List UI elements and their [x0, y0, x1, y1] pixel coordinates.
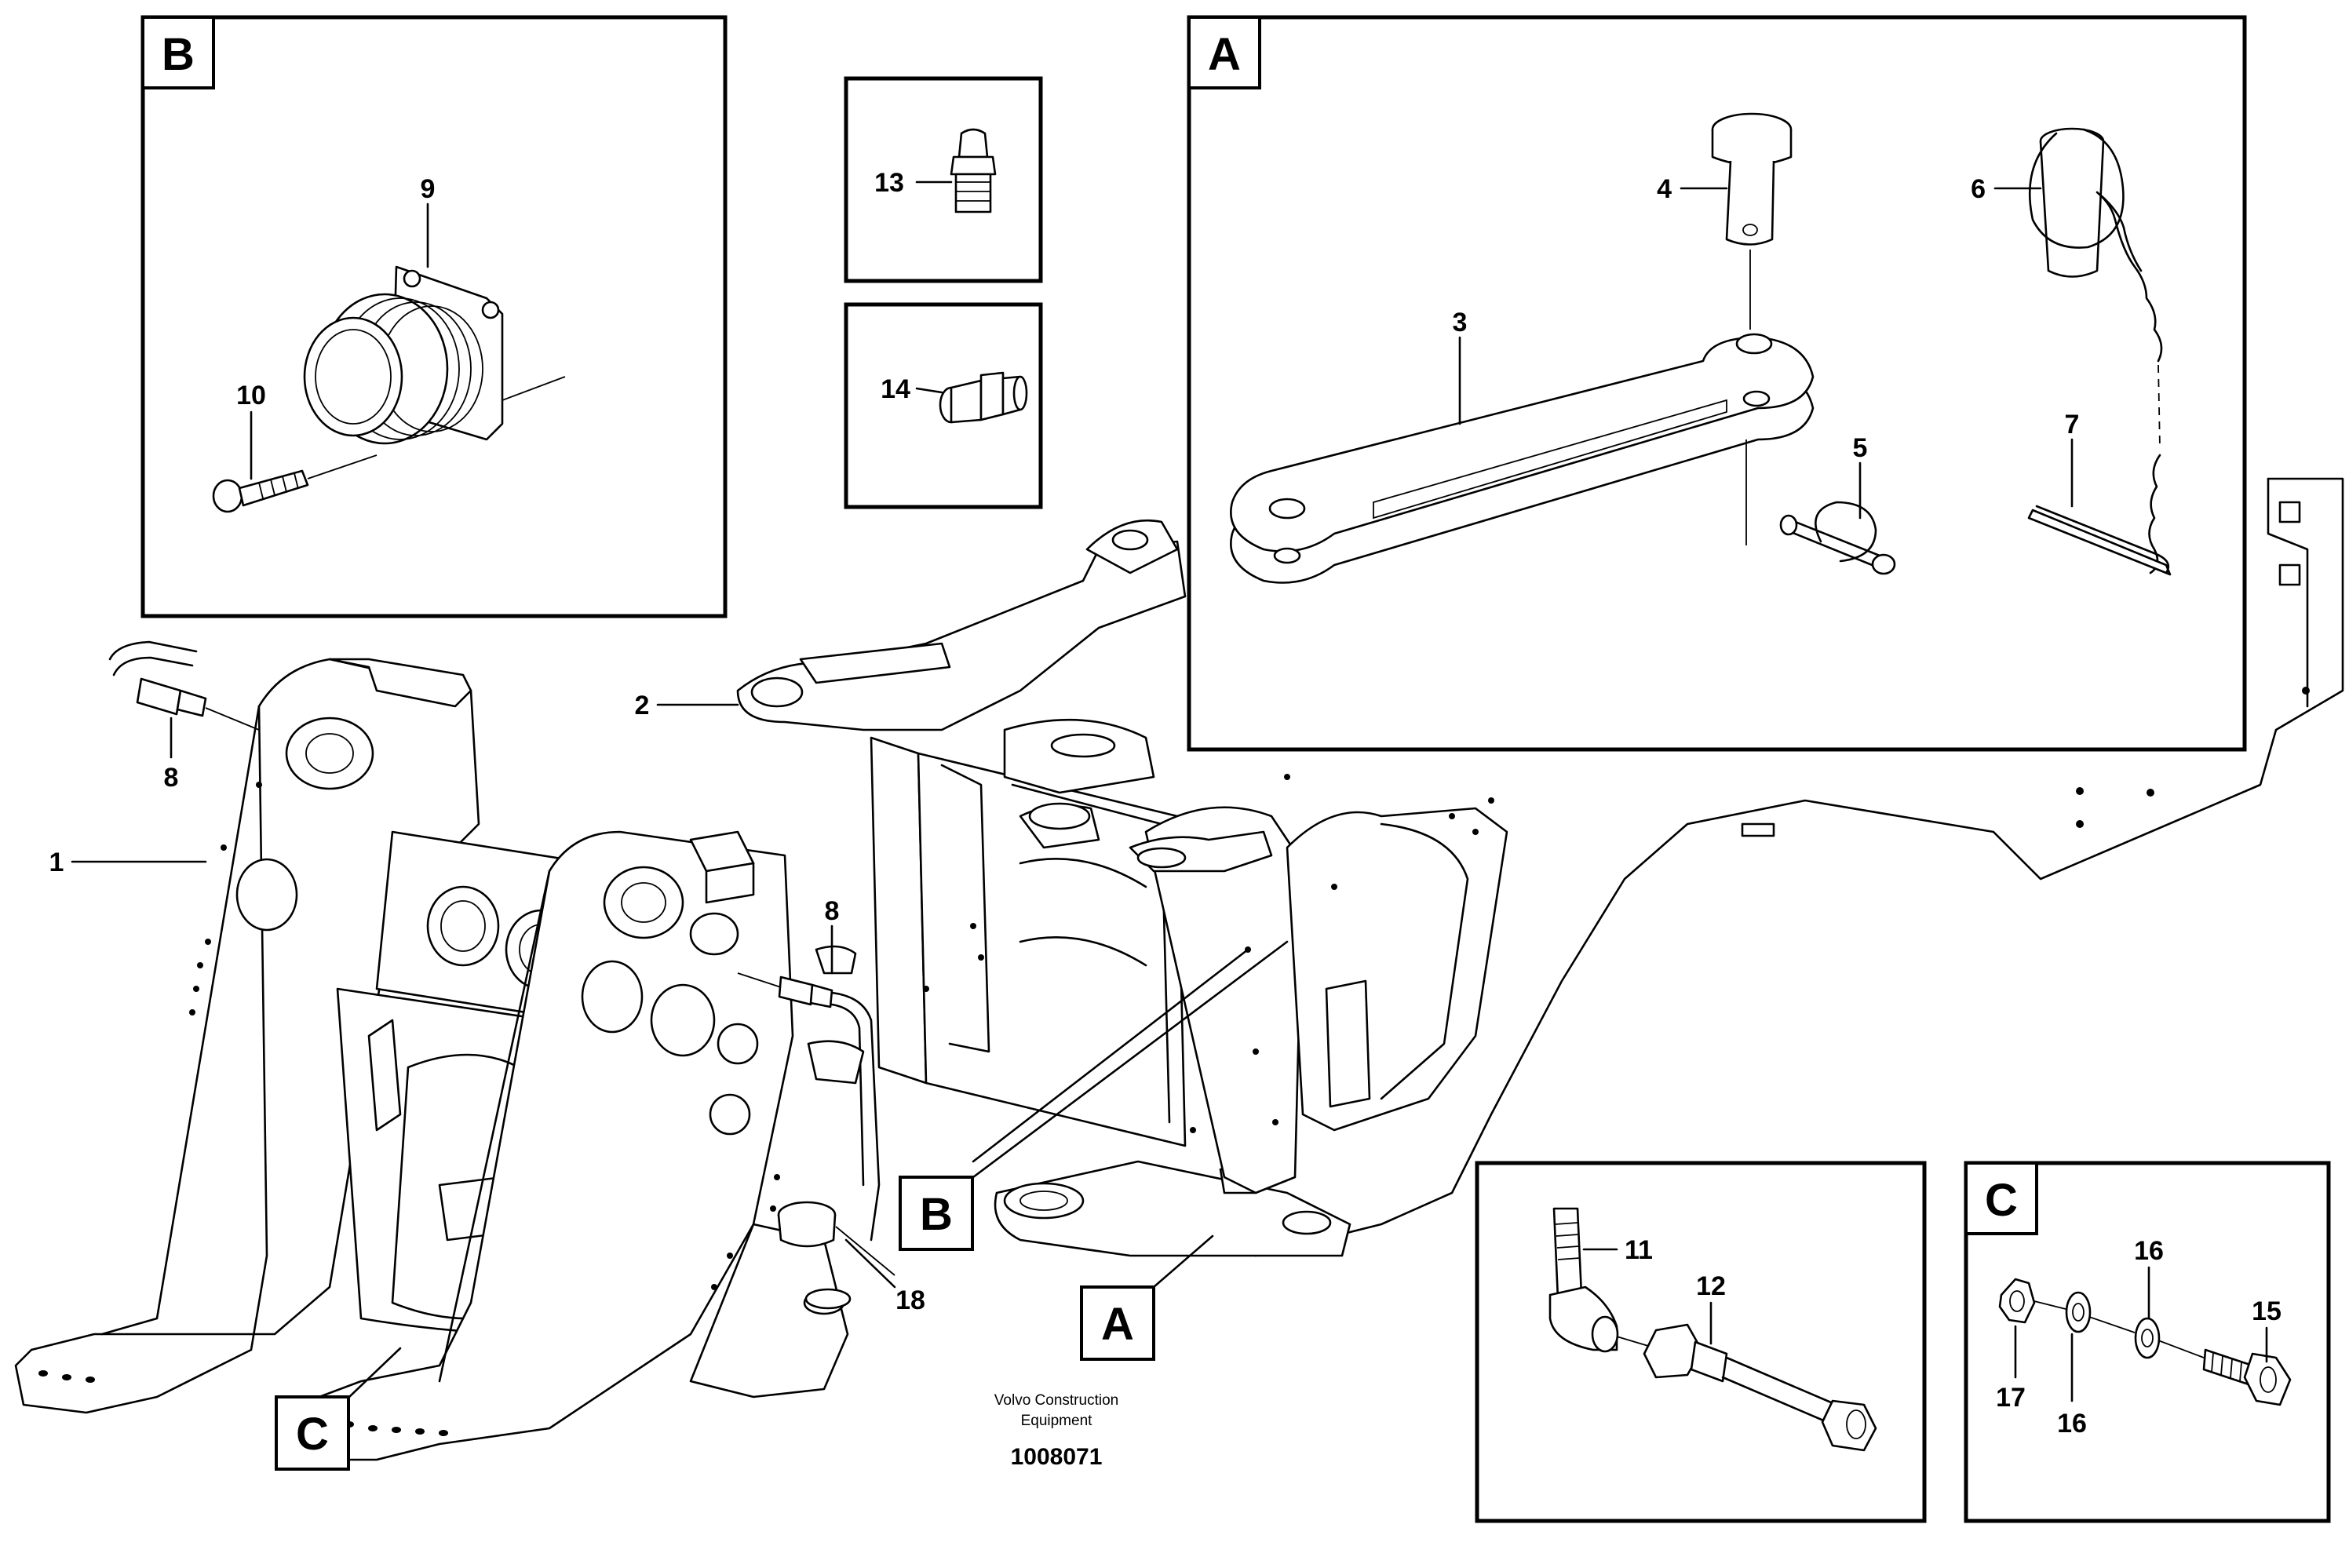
grease-line-center — [737, 945, 881, 1242]
callout-6: 6 — [1971, 174, 1986, 204]
detail-box-b: B 9 10 — [140, 15, 728, 618]
plug-item-18 — [777, 1201, 895, 1310]
callout-16-upper: 16 — [2134, 1236, 2164, 1266]
callout-8-left: 8 — [164, 763, 179, 793]
front-loader-frame-drawing — [14, 658, 849, 1461]
callout-17: 17 — [1996, 1383, 2026, 1413]
detail-box-13: 13 — [844, 76, 1043, 283]
callout-16-lower: 16 — [2057, 1409, 2087, 1439]
reference-label-b: B — [920, 1189, 953, 1240]
callout-13: 13 — [874, 168, 904, 198]
center-frame-drawing — [736, 519, 1508, 1257]
detail-box-14: 14 — [844, 302, 1043, 509]
callout-2: 2 — [635, 691, 650, 720]
detail-box-11-12: 11 12 — [1475, 1161, 1927, 1523]
detail-box-c: C 17 16 16 15 — [1964, 1161, 2331, 1523]
drawing-caption: Volvo Construction Equipment 1008071 — [994, 1392, 1118, 1470]
callout-18: 18 — [895, 1285, 925, 1315]
callout-12: 12 — [1696, 1271, 1726, 1301]
detail-label-a: A — [1208, 29, 1241, 80]
callout-1: 1 — [49, 848, 64, 877]
caption-line-2: Equipment — [1021, 1413, 1093, 1429]
callout-15: 15 — [2252, 1296, 2282, 1326]
callout-7: 7 — [2065, 410, 2080, 439]
callout-11: 11 — [1625, 1235, 1653, 1265]
reference-tag-a: A — [1080, 1234, 1214, 1361]
drawing-number: 1008071 — [1011, 1444, 1103, 1470]
callout-4: 4 — [1657, 174, 1672, 204]
reference-label-c: C — [296, 1409, 329, 1460]
rear-frame-drawing — [1254, 477, 2344, 1257]
callout-8-center: 8 — [825, 896, 840, 926]
caption-line-1: Volvo Construction — [994, 1392, 1118, 1409]
detail-label-c: C — [1985, 1175, 2018, 1226]
detail-label-b: B — [162, 29, 195, 80]
callout-5: 5 — [1853, 433, 1868, 463]
reference-tag-b: B — [899, 940, 1289, 1251]
callout-10: 10 — [236, 381, 266, 410]
reference-tag-c: C — [275, 1347, 402, 1471]
reference-label-a: A — [1101, 1299, 1134, 1350]
grease-line-left — [108, 640, 260, 731]
detail-box-a: A 4 6 — [1187, 15, 2247, 752]
callout-14: 14 — [881, 374, 910, 404]
callout-9: 9 — [421, 174, 436, 204]
callout-3: 3 — [1453, 308, 1468, 337]
main-callouts: 1 2 8 8 18 — [49, 691, 925, 1315]
